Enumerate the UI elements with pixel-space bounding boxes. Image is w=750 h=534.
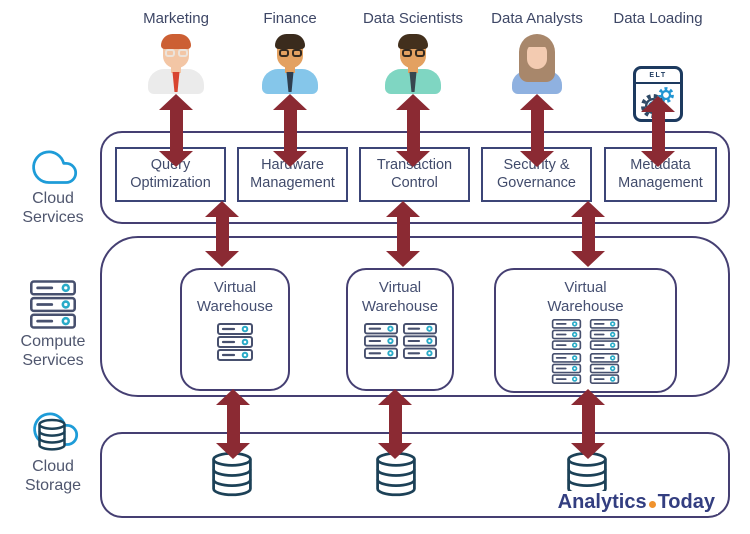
avatar-head <box>527 44 547 69</box>
arrow-marketing-cloud-services <box>159 94 193 167</box>
elt-title: ELT <box>636 69 680 84</box>
sidebar-label: Compute Services <box>3 333 103 371</box>
arrow-finance-cloud-services <box>273 94 307 167</box>
server-cluster-icon <box>363 322 437 359</box>
glasses-icon <box>275 49 305 57</box>
label-line: Compute <box>20 333 86 350</box>
database-cylinder-icon <box>376 452 416 497</box>
finance-person-icon <box>261 32 319 94</box>
arrow-services-compute-2 <box>386 201 420 267</box>
label-line: Services <box>22 351 84 369</box>
avatar-tie <box>172 72 180 92</box>
marketing-person-icon <box>147 32 205 94</box>
sidebar-cloud-services: Cloud Services <box>3 146 103 228</box>
arrow-data-scientists-cloud-services <box>396 94 430 167</box>
label-line: Services <box>22 208 84 226</box>
persona-label-data-loading: Data Loading <box>613 10 703 27</box>
arrow-compute-storage-3 <box>571 389 605 459</box>
warehouse-label: Virtual Warehouse <box>196 279 274 315</box>
brand-word-analytics: Analytics <box>557 491 647 513</box>
avatar-tie <box>286 72 294 92</box>
sidebar-cloud-storage: Cloud Storage <box>3 408 103 496</box>
arrow-compute-storage-2 <box>378 389 412 459</box>
avatar-neck <box>408 64 418 73</box>
avatar-hair <box>161 34 191 49</box>
avatar-bangs <box>522 36 552 47</box>
elt-document-icon: ELT <box>629 32 687 122</box>
avatar-tie <box>409 72 417 92</box>
sidebar-label: Cloud Services <box>3 190 103 228</box>
arrow-data-analysts-cloud-services <box>520 94 554 167</box>
virtual-warehouse-large: Virtual Warehouse <box>494 268 677 393</box>
warehouse-label: Virtual Warehouse <box>547 279 624 315</box>
analytics-today-logo: Analytics Today <box>554 491 718 514</box>
persona-label-data-analysts: Data Analysts <box>491 10 583 27</box>
label-line: Cloud <box>32 190 74 207</box>
avatar-hair <box>398 34 428 49</box>
avatar-neck <box>285 64 295 73</box>
persona-label-data-scientists: Data Scientists <box>362 10 464 27</box>
server-icon <box>30 280 76 329</box>
glasses-icon <box>398 49 428 57</box>
brand-word-today: Today <box>657 491 715 513</box>
arrow-data-loading-cloud-services <box>641 96 675 167</box>
arrow-services-compute-1 <box>205 201 239 267</box>
server-cluster-icon <box>217 322 253 361</box>
data-analyst-person-icon <box>508 32 566 94</box>
data-scientist-person-icon <box>384 32 442 94</box>
label-line: Cloud <box>32 458 74 475</box>
virtual-warehouse-medium: Virtual Warehouse <box>346 268 454 391</box>
sidebar-compute-services: Compute Services <box>3 280 103 371</box>
avatar-neck <box>171 64 181 73</box>
cloud-icon <box>32 150 78 184</box>
virtual-warehouse-small: Virtual Warehouse <box>180 268 290 391</box>
arrow-compute-storage-1 <box>216 389 250 459</box>
warehouse-label: Virtual Warehouse <box>361 279 439 315</box>
sidebar-label: Cloud Storage <box>3 458 103 496</box>
glasses-icon <box>161 49 191 57</box>
avatar-hair <box>275 34 305 49</box>
brand-dot-icon <box>648 500 656 508</box>
server-cluster-icon <box>550 318 621 384</box>
label-line: Storage <box>24 476 82 494</box>
persona-label-finance: Finance <box>263 10 317 27</box>
cloud-storage-icon <box>24 408 82 454</box>
persona-label-marketing: Marketing <box>143 10 209 27</box>
arrow-services-compute-3 <box>571 201 605 267</box>
